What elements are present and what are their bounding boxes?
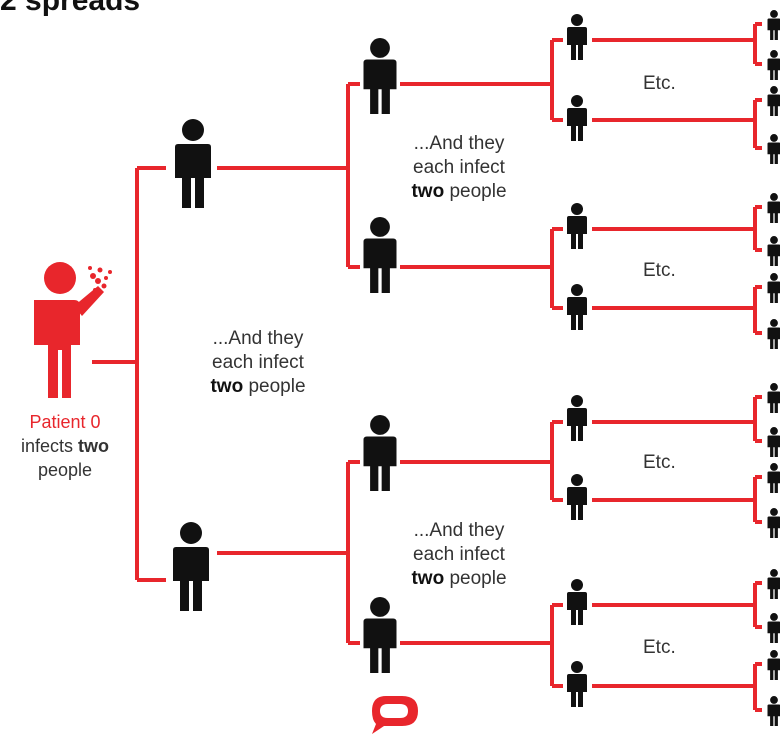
caption-rest: people	[444, 181, 507, 202]
caption-line: ...And they	[413, 133, 505, 154]
person-icon	[767, 319, 780, 349]
person-icon	[363, 38, 397, 114]
person-icon	[767, 696, 780, 726]
patient-text-bold: two	[78, 436, 110, 456]
caption-rest: people	[444, 568, 507, 589]
patient-zero-title: Patient 0	[29, 412, 101, 432]
person-icon	[363, 597, 397, 673]
caption-level-1: ...And they each infect two people	[196, 327, 320, 399]
person-icon	[767, 427, 780, 457]
person-icon	[767, 508, 780, 538]
patient-text-pre: infects	[20, 436, 79, 456]
speech-bubble-logo-icon	[372, 696, 418, 734]
person-icon	[567, 95, 587, 141]
person-icon	[567, 14, 587, 60]
caption-bold: two	[411, 181, 445, 202]
person-icon	[767, 273, 780, 303]
etc-label: Etc.	[643, 260, 676, 281]
caption-bold: two	[411, 568, 445, 589]
caption-line: two people	[397, 567, 521, 591]
caption-line: each infect	[413, 544, 505, 565]
connector-lines	[92, 22, 762, 712]
person-icon	[767, 613, 780, 643]
person-icon	[363, 217, 397, 293]
person-icon	[567, 474, 587, 520]
caption-level-2-bottom: ...And they each infect two people	[397, 519, 521, 591]
person-icon	[175, 119, 211, 208]
caption-line: ...And they	[413, 520, 505, 541]
person-icon	[767, 569, 780, 599]
patient-zero-text: infects two	[10, 434, 120, 458]
person-icon	[767, 50, 780, 80]
caption-line: each infect	[212, 352, 304, 373]
caption-line: ...And they	[212, 328, 304, 349]
person-icon	[767, 10, 780, 40]
person-icon	[767, 463, 780, 493]
caption-line: each infect	[413, 157, 505, 178]
caption-level-2-top: ...And they each infect two people	[397, 132, 521, 204]
person-icon	[767, 383, 780, 413]
person-icon	[567, 579, 587, 625]
etc-label: Etc.	[643, 452, 676, 473]
person-icon	[767, 134, 780, 164]
person-icon	[363, 415, 397, 491]
etc-label: Etc.	[643, 73, 676, 94]
caption-line: two people	[196, 375, 320, 399]
person-icon	[567, 661, 587, 707]
person-icon	[767, 650, 780, 680]
patient-zero-sneezing-icon	[34, 262, 112, 398]
caption-bold: two	[210, 376, 244, 397]
person-icon	[173, 522, 209, 611]
person-icon	[567, 395, 587, 441]
person-icon	[567, 284, 587, 330]
caption-rest: people	[243, 376, 306, 397]
patient-zero-label: Patient 0 infects two people	[10, 410, 120, 482]
page-title: 2 spreads	[0, 0, 141, 17]
person-icon	[767, 86, 780, 116]
caption-line: two people	[397, 180, 521, 204]
etc-label: Etc.	[643, 637, 676, 658]
person-icon	[567, 203, 587, 249]
person-icon	[767, 236, 780, 266]
person-icon	[767, 193, 780, 223]
patient-zero-text-line3: people	[37, 460, 93, 480]
